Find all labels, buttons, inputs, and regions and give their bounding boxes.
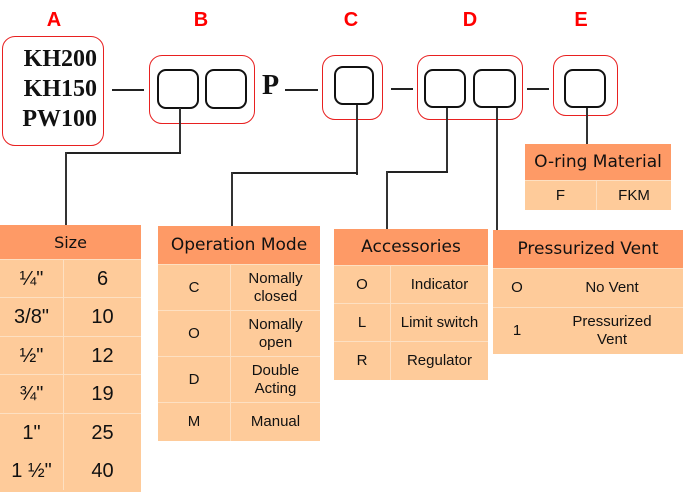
size-inch: ¼" xyxy=(19,267,44,290)
operation-name: Nomally open xyxy=(230,311,320,356)
vent-code: O xyxy=(511,279,523,296)
table-row: O Nomally open xyxy=(158,310,320,356)
operation-code: O xyxy=(188,324,200,342)
pressurized-vent-title: Pressurized Vent xyxy=(493,230,683,268)
table-row: R Regulator xyxy=(334,341,488,380)
vent-name: No Vent xyxy=(585,279,639,296)
vent-code: 1 xyxy=(512,322,522,339)
size-slot-1 xyxy=(157,69,199,109)
operation-slot xyxy=(334,66,374,105)
operation-name: Manual xyxy=(230,403,320,441)
accessory-code: L xyxy=(357,313,367,331)
accessories-table: Accessories O Indicator L Limit switch R… xyxy=(334,229,488,380)
table-row: O No Vent xyxy=(493,268,683,307)
table-row: 1 ½" 40 xyxy=(0,452,141,490)
oring-name: FKM xyxy=(596,181,671,210)
accessory-name: Limit switch xyxy=(390,304,488,341)
leader-d1-v1 xyxy=(446,108,448,173)
vent-name: Pressurized Vent xyxy=(572,313,652,348)
size-mm: 12 xyxy=(63,337,141,374)
leader-d2-v xyxy=(496,108,498,230)
pressurized-vent-table: Pressurized Vent O No Vent 1 Pressurized… xyxy=(493,230,683,354)
connector-c-d xyxy=(391,88,413,90)
table-row: D Double Acting xyxy=(158,356,320,402)
size-inch: 1 ½" xyxy=(11,460,52,482)
vent-slot xyxy=(473,69,516,108)
size-mm: 19 xyxy=(63,375,141,413)
table-row: 3/8" 10 xyxy=(0,297,141,336)
size-slot-2 xyxy=(205,69,247,109)
accessory-name: Regulator xyxy=(390,342,488,380)
oring-material-title: O-ring Material xyxy=(525,144,671,180)
size-mm: 25 xyxy=(63,414,141,452)
table-row: 1 Pressurized Vent xyxy=(493,307,683,354)
accessory-code: O xyxy=(356,275,368,293)
size-inch: ½" xyxy=(19,344,44,367)
leader-e-v xyxy=(586,108,588,145)
size-inch: ¾" xyxy=(19,383,44,405)
leader-b-v2 xyxy=(65,152,67,225)
leader-b-h xyxy=(65,152,181,154)
table-row: O Indicator xyxy=(334,265,488,303)
size-inch: 3/8" xyxy=(14,306,49,328)
table-row: C Nomally closed xyxy=(158,264,320,310)
table-row: 1" 25 xyxy=(0,413,141,452)
table-row: M Manual xyxy=(158,402,320,441)
table-row: ¾" 19 xyxy=(0,374,141,413)
size-title: Size xyxy=(0,225,141,259)
accessories-title: Accessories xyxy=(334,229,488,265)
separator-p: P xyxy=(262,70,280,101)
oring-slot xyxy=(564,69,606,108)
accessories-slot xyxy=(424,69,466,108)
operation-mode-title: Operation Mode xyxy=(158,226,320,264)
size-table: Size ¼" 6 3/8" 10 ½" 12 ¾" 19 1" 25 1 ½"… xyxy=(0,225,141,492)
model-pw100: PW100 xyxy=(22,106,97,132)
operation-name: Nomally closed xyxy=(230,265,320,310)
leader-c-h xyxy=(231,172,358,174)
segment-label-a: A xyxy=(46,9,62,31)
accessory-code: R xyxy=(356,352,368,369)
connector-p-c xyxy=(285,89,318,91)
operation-code: D xyxy=(188,370,200,388)
oring-code: F xyxy=(555,186,566,204)
model-kh150: KH150 xyxy=(23,76,97,102)
oring-material-table: O-ring Material F FKM xyxy=(525,144,671,210)
leader-c-v2 xyxy=(231,172,233,228)
table-row: F FKM xyxy=(525,180,671,210)
leader-b-v1 xyxy=(179,108,181,153)
size-inch: 1" xyxy=(22,422,41,444)
size-mm: 40 xyxy=(63,452,141,490)
connector-a-b xyxy=(112,89,144,91)
table-row: ¼" 6 xyxy=(0,259,141,297)
model-list: KH200 KH150 PW100 xyxy=(3,44,97,134)
leader-d1-v2 xyxy=(386,171,388,229)
leader-d1-h xyxy=(386,171,448,173)
operation-mode-table: Operation Mode C Nomally closed O Nomall… xyxy=(158,226,320,441)
model-box: KH200 KH150 PW100 xyxy=(2,36,104,146)
connector-d-e xyxy=(527,88,549,90)
table-row: L Limit switch xyxy=(334,303,488,341)
operation-code: C xyxy=(188,278,200,296)
operation-code: M xyxy=(187,413,201,430)
segment-label-e: E xyxy=(574,9,588,31)
segment-label-c: C xyxy=(343,9,359,31)
segment-label-d: D xyxy=(462,9,478,31)
segment-label-b: B xyxy=(193,9,209,31)
model-kh200: KH200 xyxy=(23,46,97,72)
leader-c-v1 xyxy=(356,105,358,175)
accessory-name: Indicator xyxy=(390,266,488,303)
size-mm: 6 xyxy=(63,260,141,297)
size-mm: 10 xyxy=(63,298,141,336)
table-row: ½" 12 xyxy=(0,336,141,374)
operation-name: Double Acting xyxy=(230,357,320,402)
